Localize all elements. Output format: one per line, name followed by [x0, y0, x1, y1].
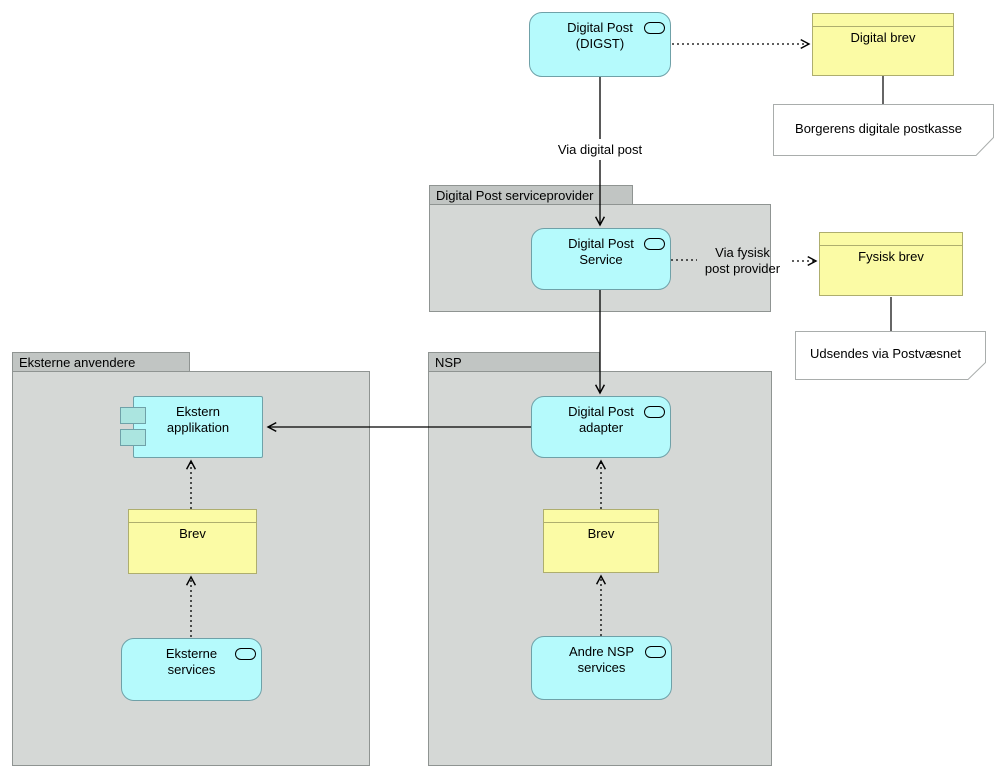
node-eksterne-services: Eksterne services — [121, 638, 262, 701]
service-icon — [644, 406, 665, 418]
node-digital-post-digst: Digital Post (DIGST) — [529, 12, 671, 77]
node-digital-post-adapter: Digital Post adapter — [531, 396, 671, 458]
object-header-strip — [813, 14, 953, 27]
node-label: Digital Post Service — [568, 236, 634, 267]
node-label: Digital brev — [850, 30, 916, 45]
package-tab-eksterne-anvendere: Eksterne anvendere — [12, 352, 190, 372]
node-label: Fysisk brev — [858, 249, 924, 264]
node-label: Brev — [179, 526, 206, 541]
component-tab-icon — [120, 429, 146, 446]
note-text: Borgerens digitale postkasse — [795, 120, 962, 136]
component-tab-icon — [120, 407, 146, 424]
note-text: Udsendes via Postvæsnet — [809, 346, 962, 361]
note-udsendes-via-postvaesnet: Udsendes via Postvæsnet — [795, 331, 986, 380]
package-label: Eksterne anvendere — [19, 355, 136, 370]
node-brev-nsp: Brev — [543, 509, 659, 573]
object-header-strip — [820, 233, 962, 246]
package-tab-nsp: NSP — [428, 352, 600, 372]
service-icon — [644, 22, 665, 34]
node-label: Digital Post adapter — [568, 404, 634, 435]
service-icon — [645, 646, 666, 658]
note-shape — [795, 331, 986, 380]
edge-label-via-digital-post: Via digital post — [557, 142, 643, 157]
node-label: Brev — [587, 526, 615, 541]
node-andre-nsp-services: Andre NSP services — [531, 636, 672, 700]
package-tab-digital-post-serviceprovider: Digital Post serviceprovider — [429, 185, 633, 205]
object-header-strip — [544, 510, 658, 523]
node-label: Ekstern applikation — [166, 404, 230, 435]
package-label: Digital Post serviceprovider — [436, 188, 594, 203]
note-borgerens-digitale-postkasse: Borgerens digitale postkasse — [773, 104, 994, 156]
note-shape — [773, 104, 994, 156]
node-brev-eksterne: Brev — [128, 509, 257, 574]
node-label: Digital Post (DIGST) — [567, 20, 633, 51]
node-digital-post-service: Digital Post Service — [531, 228, 671, 290]
node-label: Andre NSP services — [568, 644, 635, 675]
object-header-strip — [129, 510, 256, 523]
service-icon — [235, 648, 256, 660]
node-ekstern-applikation: Ekstern applikation — [133, 396, 263, 458]
node-fysisk-brev: Fysisk brev — [819, 232, 963, 296]
package-label: NSP — [435, 355, 462, 370]
node-digital-brev: Digital brev — [812, 13, 954, 76]
service-icon — [644, 238, 665, 250]
node-label: Eksterne services — [165, 646, 218, 677]
